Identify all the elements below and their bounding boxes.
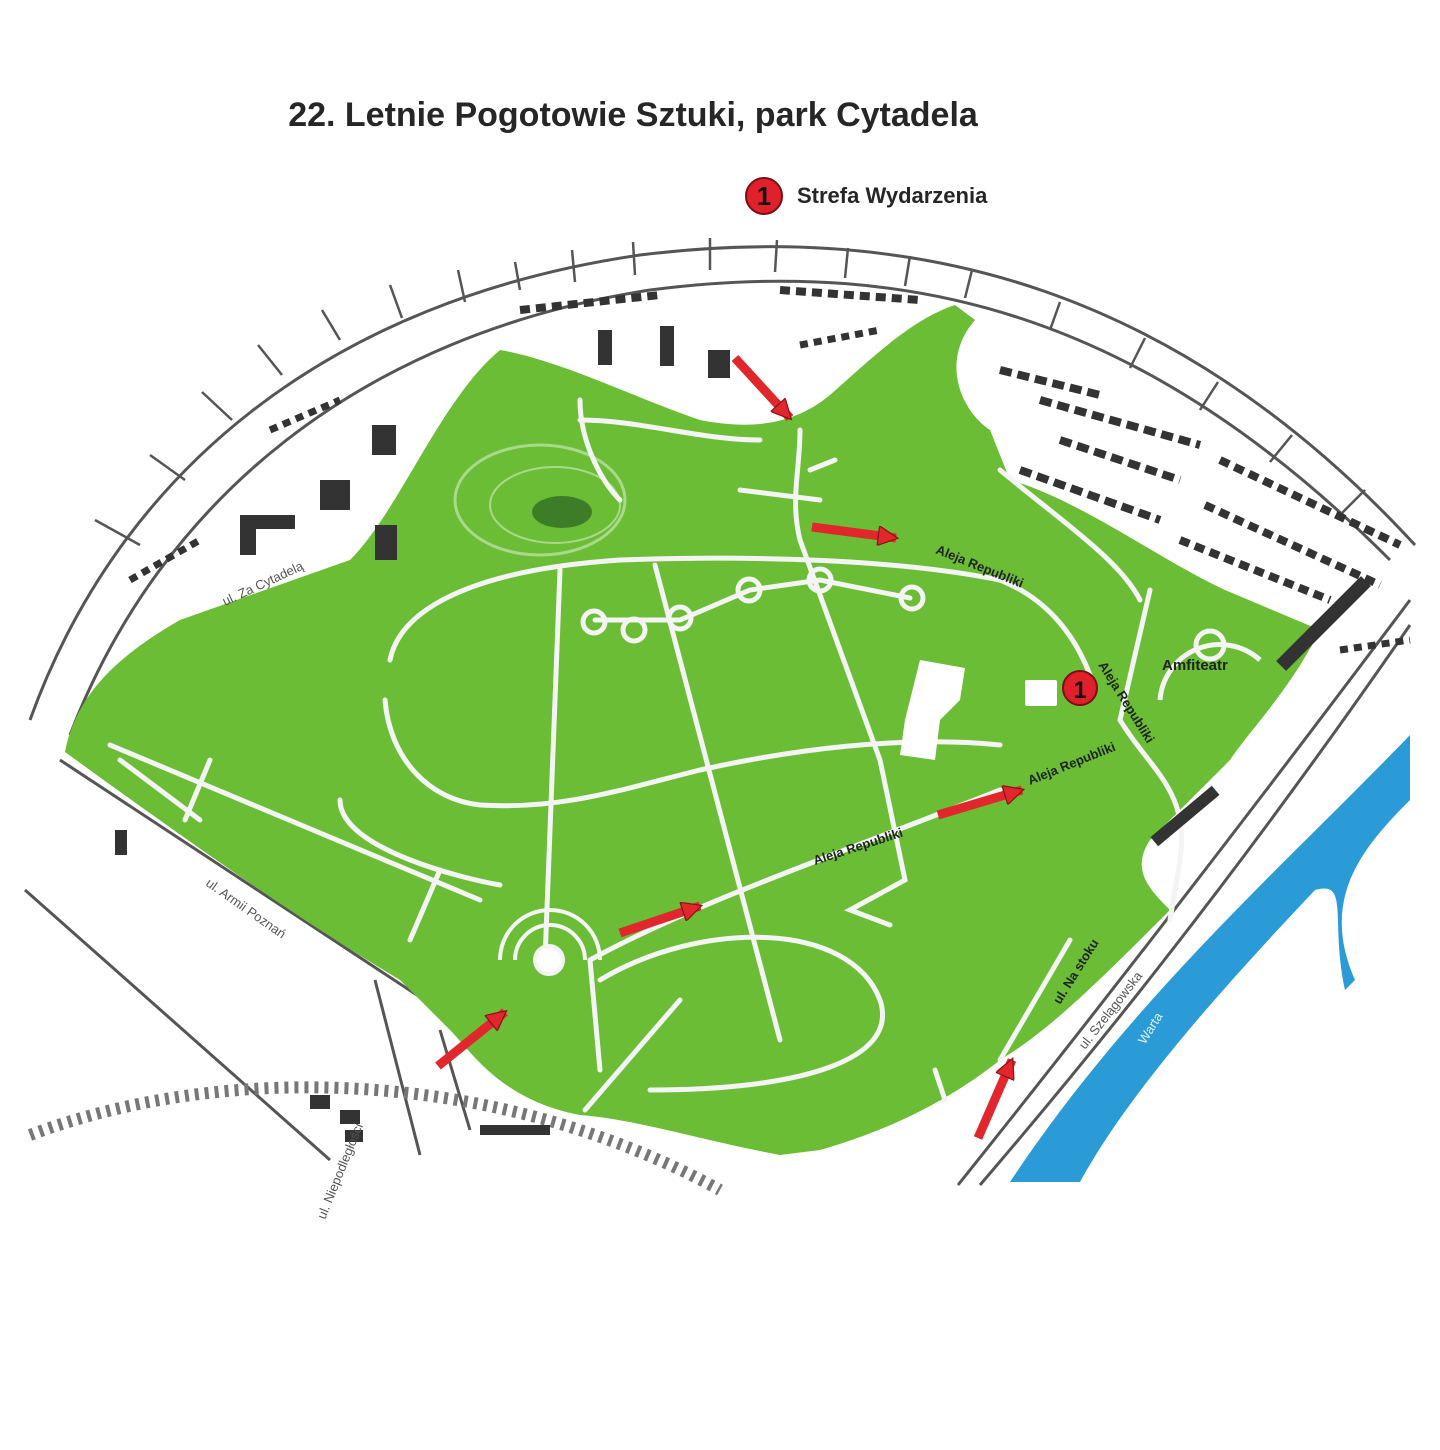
event-marker-icon [1062, 670, 1098, 706]
warta-river [1010, 735, 1410, 1182]
house-rows [128, 286, 1411, 654]
outer-road [28, 245, 1417, 736]
side-streets [94, 238, 1366, 547]
north-entrance-arrow-icon [731, 354, 794, 422]
label-amfiteatr: Amfiteatr [1162, 657, 1228, 674]
label-niepodleglosci: ul. Niepodległości [314, 1121, 366, 1221]
legend-marker-icon: 1 [745, 177, 783, 215]
event-marker-number: 1 [1073, 677, 1086, 704]
south-roundabout [533, 944, 565, 976]
stadium [453, 443, 627, 557]
path-circles [580, 566, 1262, 701]
southwest-entrance-arrow-icon [435, 1008, 508, 1070]
park-paths [107, 397, 1184, 1113]
park-area [65, 305, 1320, 1155]
entrance-arrows [435, 354, 1022, 1140]
stadium-field [532, 496, 592, 528]
legend-label: Strefa Wydarzenia [797, 183, 988, 208]
legend: 1 Strefa Wydarzenia [745, 176, 987, 216]
railway [27, 1081, 723, 1196]
szelagowska-road [956, 599, 1412, 1186]
legend-marker-number: 1 [756, 180, 772, 211]
event-marker[interactable]: 1 [1062, 670, 1098, 706]
map-title: 22. Letnie Pogotowie Sztuki, park Cytade… [288, 96, 978, 134]
southeast-entrance-arrow-icon [973, 1060, 1017, 1140]
armii-poznan-road [24, 758, 472, 1162]
aleja-south-arrow-icon [618, 906, 700, 938]
park-buildings [900, 660, 1057, 760]
south-roundabout-arcs [498, 908, 602, 961]
aleja-east-arrow-icon [811, 522, 896, 538]
buildings [115, 326, 1371, 1142]
aleja-middle-arrow-icon [936, 790, 1022, 820]
